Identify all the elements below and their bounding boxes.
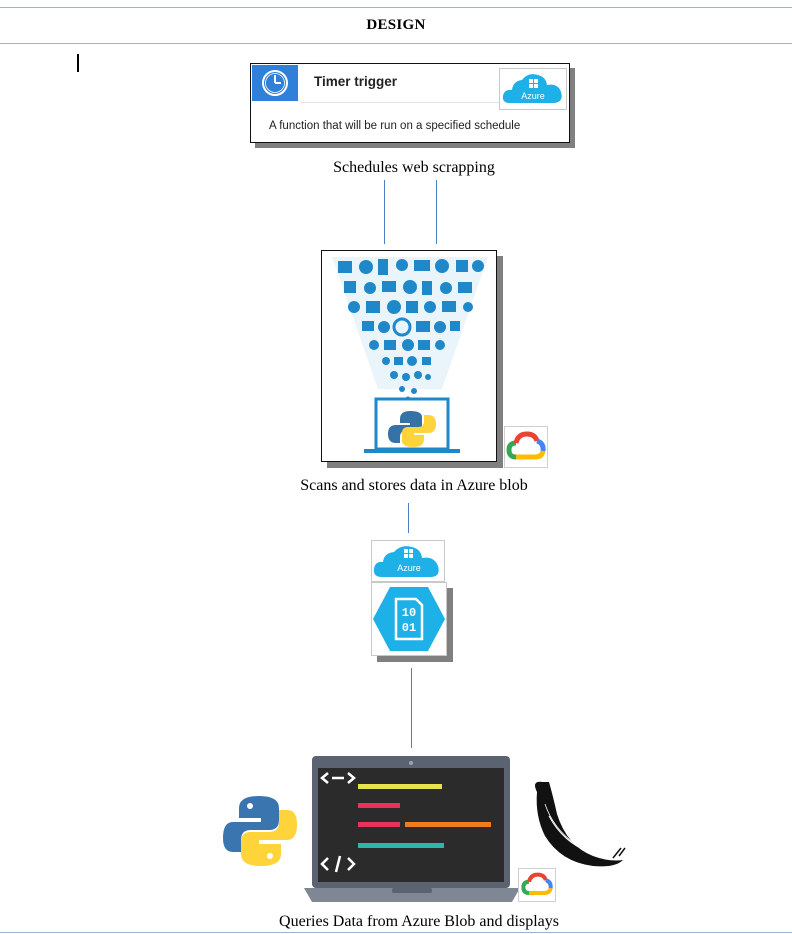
connector-schedule-right [436, 180, 437, 244]
text-cursor [77, 54, 79, 72]
connector-blob [411, 668, 412, 748]
google-cloud-icon [518, 868, 556, 902]
timer-trigger-card: Timer trigger Azure A function that will… [250, 63, 570, 143]
page-title: DESIGN [366, 17, 426, 33]
timer-trigger-description: A function that will be run on a specifi… [269, 120, 521, 132]
blob-digits-bottom: 01 [402, 621, 416, 635]
caption-query: Queries Data from Azure Blob and display… [279, 913, 559, 930]
code-laptop-icon [304, 756, 520, 902]
caption-schedule: Schedules web scrapping [333, 159, 495, 176]
blob-digits-top: 10 [402, 606, 416, 620]
azure-cloud-icon: Azure [499, 68, 567, 110]
google-cloud-icon [504, 426, 548, 468]
footer-rule [0, 932, 792, 933]
connector-scrape [408, 503, 409, 533]
connector-schedule-left [384, 180, 385, 244]
clock-icon [252, 65, 298, 101]
timer-trigger-title: Timer trigger [314, 74, 398, 89]
caption-scrape: Scans and stores data in Azure blob [300, 477, 528, 494]
blob-storage-icon: 10 01 [371, 582, 447, 656]
blob-azure-label: Azure [397, 563, 421, 573]
python-logo-icon [223, 794, 297, 868]
header-top-rule [0, 7, 792, 8]
iot-network-icon [321, 250, 497, 462]
header-bottom-rule [0, 43, 792, 44]
azure-badge-label: Azure [521, 91, 545, 101]
timer-card-divider [301, 102, 547, 103]
azure-cloud-icon: Azure [371, 540, 445, 582]
flask-logo-icon [523, 776, 627, 868]
